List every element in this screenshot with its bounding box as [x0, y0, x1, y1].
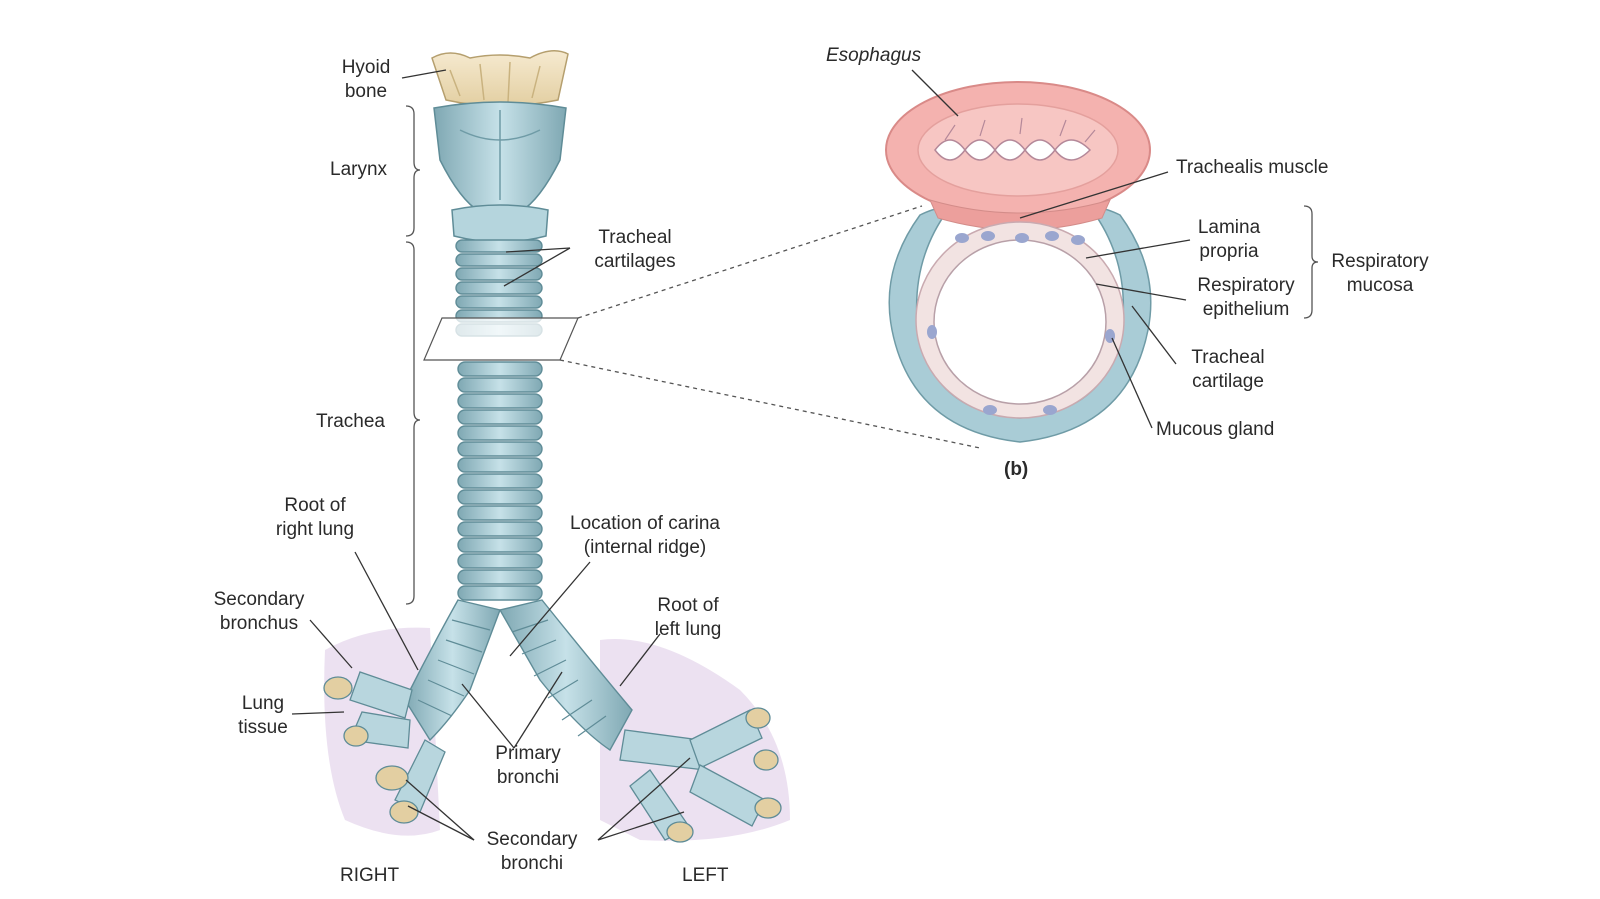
label-mucous-gland: Mucous gland: [1156, 419, 1275, 440]
label-location-carina: Location of carina (internal ridge): [550, 512, 740, 560]
label-line: tissue: [238, 717, 288, 738]
label-line: bronchi: [496, 767, 560, 788]
label-line: right lung: [275, 519, 355, 540]
label-line: Respiratory: [1331, 251, 1429, 272]
label-line: Tracheal: [1191, 347, 1265, 368]
lumen: [933, 239, 1107, 405]
label-larynx: Larynx: [330, 159, 388, 180]
label-line: Hyoid: [341, 57, 391, 78]
label-line: mucosa: [1346, 275, 1414, 296]
label-primary-bronchi: Primary bronchi: [482, 742, 574, 790]
label-line: bone: [344, 81, 388, 102]
cricoid-cartilage: [451, 204, 549, 243]
label-trachea: Trachea: [316, 411, 385, 432]
label-hyoid-bone: Hyoid bone: [328, 56, 404, 104]
label-line: left lung: [654, 619, 722, 640]
label-line: bronchi: [500, 853, 564, 874]
section-plane: [423, 317, 579, 361]
label-respiratory-epithelium: Respiratory epithelium: [1186, 274, 1306, 322]
leader-lines: [291, 69, 1191, 841]
trachealis-muscle-band: [929, 199, 1111, 231]
label-line: propria: [1199, 241, 1259, 262]
label-trachealis-muscle: Trachealis muscle: [1176, 157, 1329, 178]
label-line: epithelium: [1202, 299, 1290, 320]
trachea-bracket: [405, 241, 421, 605]
right-secondary-bronchi: [323, 671, 446, 824]
label-line: Root of: [284, 495, 346, 516]
label-line: Lung: [241, 693, 285, 714]
mucosa-bracket: [1303, 205, 1319, 319]
hyoid-bone: [431, 50, 569, 107]
cross-section-b: [885, 81, 1152, 443]
label-lamina-propria: Lamina propria: [1184, 216, 1274, 264]
lower-tracheal-rings: [457, 361, 543, 601]
label-respiratory-mucosa: Respiratory mucosa: [1322, 250, 1438, 298]
left-secondary-bronchi: [619, 707, 782, 843]
label-right: RIGHT: [340, 865, 400, 886]
label-line: bronchus: [219, 613, 299, 634]
label-line: Location of carina: [570, 513, 720, 534]
label-root-left-lung: Root of left lung: [640, 594, 736, 642]
label-line: cartilage: [1192, 371, 1264, 392]
label-line: Primary: [495, 743, 561, 764]
label-line: cartilages: [594, 251, 676, 272]
label-left: LEFT: [682, 865, 729, 886]
label-panel-b: (b): [1004, 459, 1029, 480]
label-line: Tracheal: [598, 227, 672, 248]
label-line: Lamina: [1197, 217, 1261, 238]
label-root-right-lung: Root of right lung: [262, 494, 368, 542]
label-secondary-bronchi: Secondary bronchi: [472, 828, 592, 876]
label-line: Secondary: [486, 829, 578, 850]
label-line: Secondary: [213, 589, 305, 610]
label-secondary-bronchus: Secondary bronchus: [202, 588, 316, 636]
label-lung-tissue: Lung tissue: [228, 692, 298, 740]
label-line: Respiratory: [1197, 275, 1295, 296]
label-esophagus: Esophagus: [826, 45, 922, 66]
larynx-bracket: [405, 105, 421, 237]
label-tracheal-cartilages: Tracheal cartilages: [582, 226, 688, 274]
left-primary-bronchus: [498, 599, 633, 752]
label-line: (internal ridge): [583, 537, 707, 558]
label-line: Root of: [657, 595, 719, 616]
mucous-glands: [927, 231, 1115, 415]
label-tracheal-cartilage: Tracheal cartilage: [1180, 346, 1276, 394]
